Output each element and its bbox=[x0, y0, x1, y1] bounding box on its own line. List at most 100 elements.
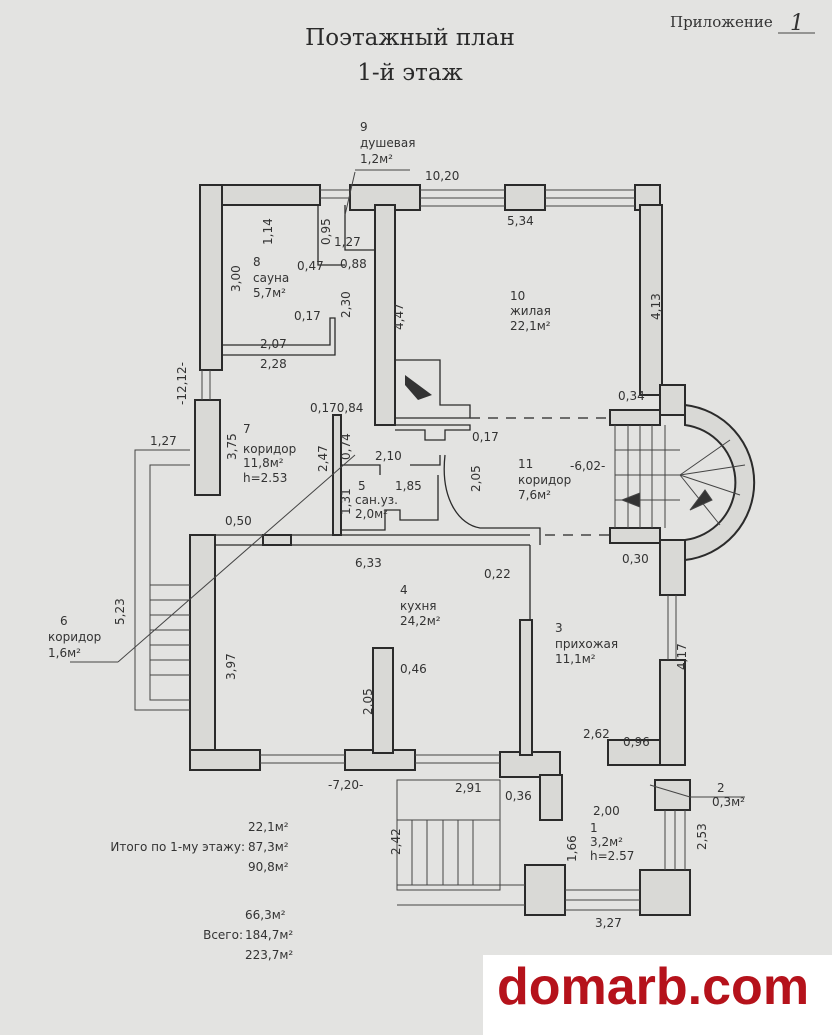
dimension-label: 0,88 bbox=[340, 257, 367, 271]
dimension-label: 0,46 bbox=[400, 662, 427, 676]
dimension-label: 2,91 bbox=[455, 781, 482, 795]
dimension-label: 5,23 bbox=[113, 598, 127, 625]
room-10-name: жилая bbox=[510, 304, 551, 318]
grand-total-value: 66,3м² bbox=[245, 908, 286, 922]
dimension-label: 2,05 bbox=[361, 688, 375, 715]
room-1-area: 3,2м² bbox=[590, 835, 623, 849]
internal-stair bbox=[614, 425, 746, 528]
dimension-label: 3,27 bbox=[595, 916, 622, 930]
dimension-label: -7,20- bbox=[328, 778, 363, 792]
room-2-area: 0,3м² bbox=[712, 795, 745, 809]
room-9-name: душевая bbox=[360, 136, 415, 150]
dimension-label: 5,34 bbox=[507, 214, 534, 228]
room-1-number: 1 bbox=[590, 821, 598, 835]
dimension-labels: 10,20 5,34 1,14 0,95 3,00 1,27 0,47 0,88… bbox=[113, 169, 709, 930]
dimension-label: 2,62 bbox=[583, 727, 610, 741]
room-2-number: 2 bbox=[717, 781, 725, 795]
dimension-label: 2,53 bbox=[695, 823, 709, 850]
dimension-label: -12,12- bbox=[175, 362, 189, 405]
grand-total-label: Всего: bbox=[203, 928, 243, 942]
floor-total-label: Итого по 1-му этажу: bbox=[110, 840, 245, 854]
room-11-area: 7,6м² bbox=[518, 488, 551, 502]
room-5-area: 2,0м² bbox=[355, 507, 388, 521]
room-6-name: коридор bbox=[48, 630, 101, 644]
room-6-area: 1,6м² bbox=[48, 646, 81, 660]
room-4-area: 24,2м² bbox=[400, 614, 441, 628]
room-10-number: 10 bbox=[510, 289, 525, 303]
dimension-label: 0,50 bbox=[225, 514, 252, 528]
walls bbox=[134, 184, 756, 916]
dimension-label: 4,13 bbox=[649, 293, 663, 320]
room-9-area: 1,2м² bbox=[360, 152, 393, 166]
room-11-number: 11 bbox=[518, 457, 533, 471]
dimension-label: 0,30 bbox=[622, 552, 649, 566]
room-8-number: 8 bbox=[253, 255, 261, 269]
grand-total-value: 184,7м² bbox=[245, 928, 293, 942]
room-7-name: коридор bbox=[243, 442, 296, 456]
dimension-label: 2,00 bbox=[593, 804, 620, 818]
dimension-label: 4,17 bbox=[675, 643, 689, 670]
room-7-number: 7 bbox=[243, 422, 251, 436]
dimension-label: 1,27 bbox=[334, 235, 361, 249]
floor-total-value: 22,1м² bbox=[248, 820, 289, 834]
dimension-label: 0,74 bbox=[339, 433, 353, 460]
dimension-label: 6,33 bbox=[355, 556, 382, 570]
dimension-label: 2,10 bbox=[375, 449, 402, 463]
plan-title: Поэтажный план bbox=[305, 25, 515, 51]
appendix-label: Приложение bbox=[670, 13, 773, 31]
appendix-number: 1 bbox=[790, 11, 804, 36]
room-7-height: h=2.53 bbox=[243, 471, 287, 485]
dimension-label: 0,96 bbox=[623, 735, 650, 749]
dimension-label: 0,95 bbox=[319, 218, 333, 245]
dimension-label: 4,47 bbox=[392, 303, 406, 330]
room-8-area: 5,7м² bbox=[253, 286, 286, 300]
dimension-label: 3,97 bbox=[224, 653, 238, 680]
dimension-label: 0,17 bbox=[472, 430, 499, 444]
dimension-label: 0,170,84 bbox=[310, 401, 363, 415]
side-stair bbox=[134, 449, 190, 711]
room-3-number: 3 bbox=[555, 621, 563, 635]
floor-total-value: 87,3м² bbox=[248, 840, 289, 854]
dimension-label: 0,47 bbox=[297, 259, 324, 273]
room-3-name: прихожая bbox=[555, 637, 618, 651]
leader-lines bbox=[70, 169, 745, 798]
room-labels: 1 3,2м² h=2.57 2 0,3м² 3 прихожая 11,1м²… bbox=[48, 120, 745, 863]
dimension-label: 0,36 bbox=[505, 789, 532, 803]
dimension-label: 2,47 bbox=[316, 445, 330, 472]
plan-subtitle: 1-й этаж bbox=[357, 60, 463, 86]
room-5-number: 5 bbox=[358, 479, 366, 493]
dimension-label: 1,85 bbox=[395, 479, 422, 493]
dimension-label: 0,34 bbox=[618, 389, 645, 403]
watermark-text: domarb.com bbox=[497, 958, 810, 1016]
watermark: domarb.com bbox=[483, 955, 832, 1035]
dimension-label: 3,00 bbox=[229, 265, 243, 292]
dimension-label: 1,14 bbox=[261, 218, 275, 245]
room-8-name: сауна bbox=[253, 271, 289, 285]
dimension-label: 10,20 bbox=[425, 169, 459, 183]
dimension-label: 2,42 bbox=[389, 828, 403, 855]
dimension-label: 2,30 bbox=[339, 291, 353, 318]
room-4-name: кухня bbox=[400, 599, 437, 613]
floor-total-value: 90,8м² bbox=[248, 860, 289, 874]
dimension-label: 2,07 bbox=[260, 337, 287, 351]
dimension-label: 1,31 bbox=[339, 488, 353, 515]
dimension-label: 1,66 bbox=[565, 835, 579, 862]
room-3-area: 11,1м² bbox=[555, 652, 596, 666]
room-10-area: 22,1м² bbox=[510, 319, 551, 333]
entrance-stair bbox=[396, 779, 525, 906]
dimension-label: 2,05 bbox=[469, 465, 483, 492]
dimension-label: 0,17 bbox=[294, 309, 321, 323]
dimension-label: 0,22 bbox=[484, 567, 511, 581]
room-6-number: 6 bbox=[60, 614, 68, 628]
room-4-number: 4 bbox=[400, 583, 408, 597]
dimension-label: 3,75 bbox=[225, 433, 239, 460]
room-7-area: 11,8м² bbox=[243, 456, 284, 470]
room-5-name: сан.уз. bbox=[355, 493, 398, 507]
room-1-height: h=2.57 bbox=[590, 849, 634, 863]
dimension-label: 1,27 bbox=[150, 434, 177, 448]
area-totals: Итого по 1-му этажу: 22,1м² 87,3м² 90,8м… bbox=[110, 820, 293, 962]
room-11-name: коридор bbox=[518, 473, 571, 487]
grand-total-value: 223,7м² bbox=[245, 948, 293, 962]
room-9-number: 9 bbox=[360, 120, 368, 134]
